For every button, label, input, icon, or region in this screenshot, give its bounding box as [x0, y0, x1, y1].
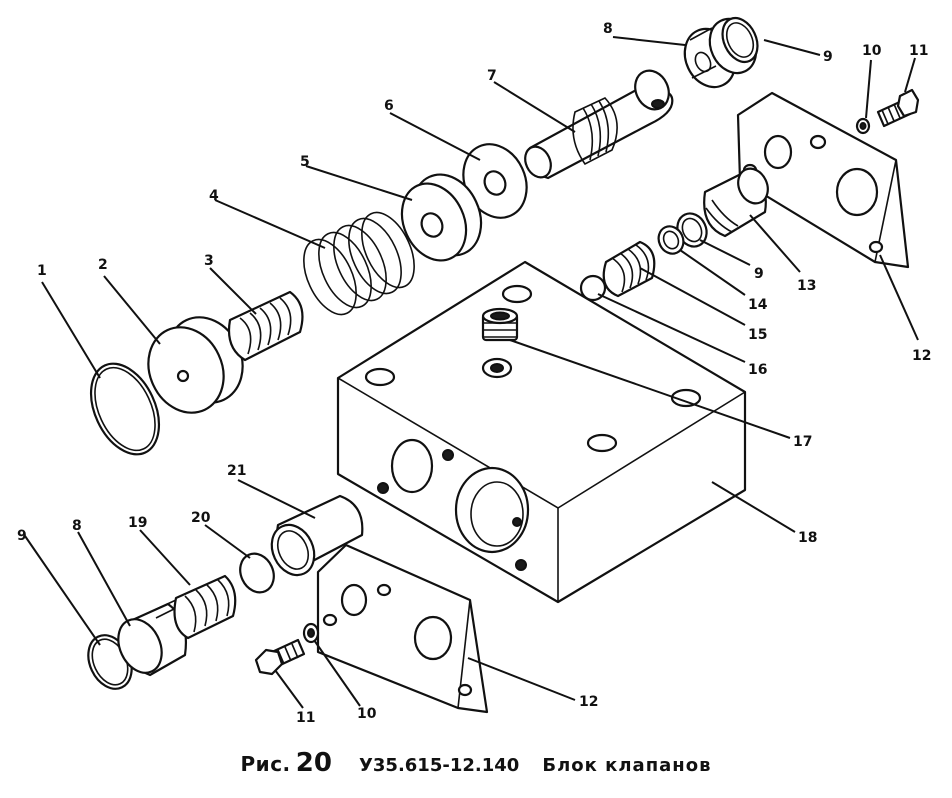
o-ring-1	[89, 362, 161, 456]
drawing-code: У35.615-12.140	[359, 755, 520, 776]
callout-10-bottom: 10	[357, 706, 377, 722]
callout-6: 6	[384, 98, 394, 114]
callout-3: 3	[204, 253, 214, 269]
bolt-11-top	[876, 88, 920, 128]
callout-12-bottom: 12	[579, 694, 598, 710]
sleeve-13	[703, 167, 769, 238]
callout-5: 5	[300, 154, 310, 170]
callout-14: 14	[748, 297, 768, 313]
callout-15: 15	[748, 327, 767, 343]
callout-16: 16	[748, 362, 767, 378]
callout-8-bottom: 8	[72, 518, 82, 534]
spring-seat-5	[400, 173, 483, 262]
cap-2	[147, 316, 244, 414]
large-spring-4	[303, 211, 415, 316]
callout-9-top: 9	[823, 49, 833, 65]
cover-plate-12-right	[736, 91, 910, 269]
callout-9-middle: 9	[754, 266, 764, 282]
callout-17: 17	[793, 434, 812, 450]
spring-19	[173, 574, 237, 640]
callout-19: 19	[128, 515, 147, 531]
callout-11-top: 11	[909, 43, 928, 59]
callout-21: 21	[227, 463, 246, 479]
callout-1: 1	[37, 263, 47, 279]
callout-18: 18	[798, 530, 817, 546]
figure-caption: Рис. 20 У35.615-12.140 Блок клапанов	[0, 748, 952, 778]
callout-13: 13	[797, 278, 816, 294]
spring-15	[602, 240, 656, 298]
callout-20: 20	[191, 510, 211, 526]
callout-10-top: 10	[862, 43, 882, 59]
cover-plate-12-bottom	[316, 543, 489, 714]
washer-10-top	[855, 117, 871, 135]
sleeve-21	[270, 494, 364, 577]
callout-8-top: 8	[603, 21, 613, 37]
callout-12-right: 12	[912, 348, 931, 364]
plug-screw-17	[481, 307, 519, 342]
leader-lines	[24, 36, 919, 709]
figure-title: Блок клапанов	[542, 755, 712, 776]
callout-11-bottom: 11	[296, 710, 315, 726]
washer-14	[657, 225, 685, 255]
callout-9-bottom: 9	[17, 528, 27, 544]
small-spring-3	[227, 290, 304, 362]
figure-number: 20	[295, 748, 332, 778]
o-ring-9-top	[721, 16, 759, 64]
figure-prefix: Рис.	[240, 752, 291, 776]
callout-4: 4	[209, 188, 219, 204]
callout-labels: 1 2 3 4 5 6 7 8 9 10 11 12 13 9 14 15 16…	[17, 21, 931, 726]
disc-20	[239, 552, 275, 594]
valve-spool-7	[524, 69, 674, 180]
valve-block-body	[336, 260, 747, 604]
callout-7: 7	[487, 68, 497, 84]
callout-2: 2	[98, 257, 108, 273]
bolt-11-bottom	[254, 638, 306, 676]
washer-10-bottom	[302, 622, 320, 644]
